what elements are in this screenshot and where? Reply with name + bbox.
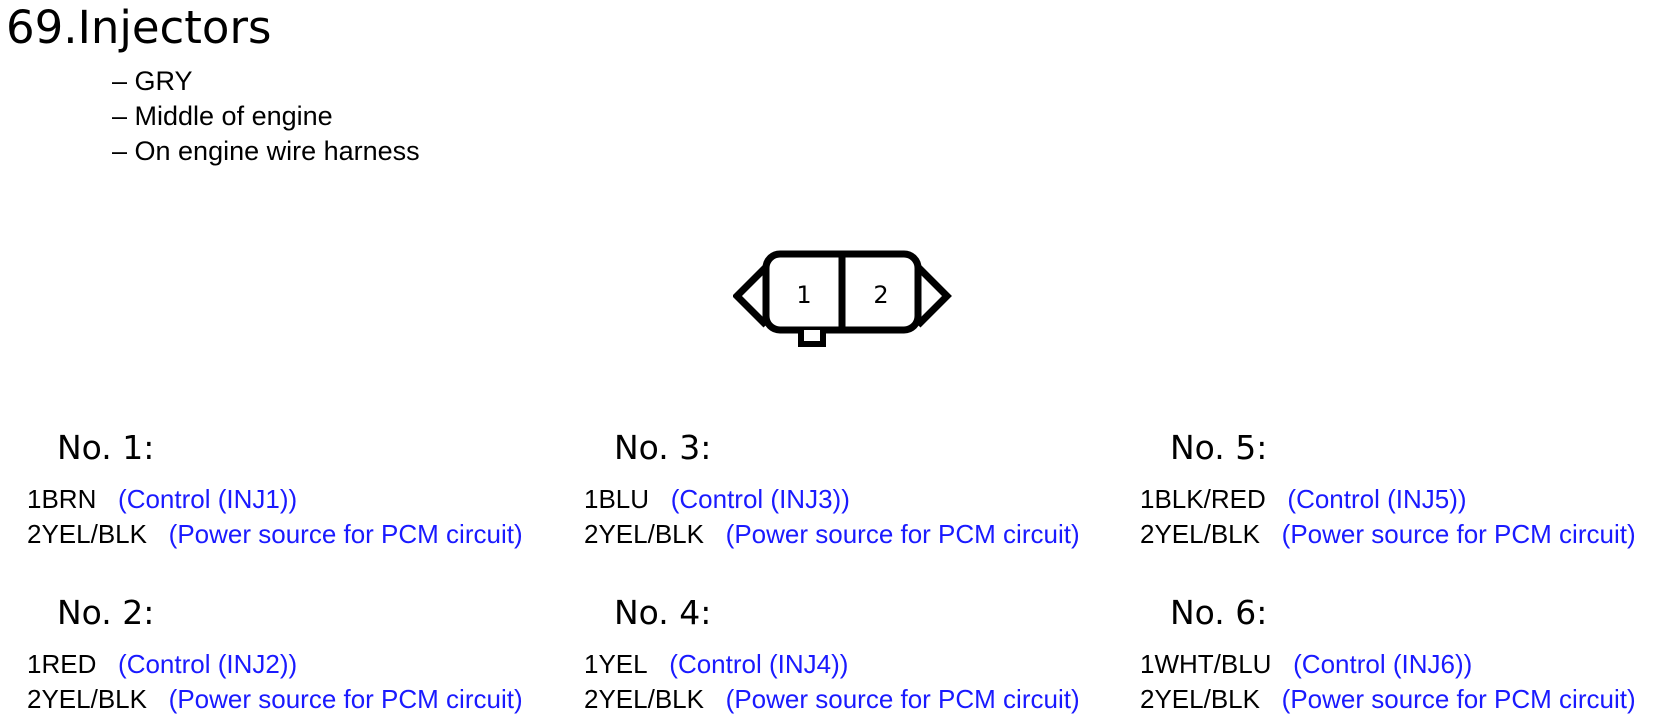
pin-wire: 1WHT/BLU — [1140, 649, 1272, 679]
pin-desc: (Control (INJ6)) — [1293, 649, 1473, 679]
page-title: 69.Injectors — [6, 1, 272, 54]
pin-wire: 2YEL/BLK — [584, 519, 704, 549]
injector-no3: No. 3: 1BLU (Control (INJ3)) 2YEL/BLK (P… — [584, 428, 1144, 552]
pin-row: 2YEL/BLK (Power source for PCM circuit) — [584, 517, 1144, 552]
pin-row: 2YEL/BLK (Power source for PCM circuit) — [1140, 517, 1654, 552]
pin-row: 2YEL/BLK (Power source for PCM circuit) — [584, 682, 1144, 717]
pin-desc: (Control (INJ5)) — [1287, 484, 1467, 514]
pin-desc: (Control (INJ4)) — [669, 649, 849, 679]
connector-right-latch — [915, 264, 952, 328]
injector-title: No. 2: — [57, 593, 155, 632]
injector-no2: No. 2: 1RED (Control (INJ2)) 2YEL/BLK (P… — [27, 593, 587, 717]
pin-desc: (Power source for PCM circuit) — [168, 519, 523, 549]
injector-title: No. 1: — [57, 428, 155, 467]
injector-title: No. 5: — [1170, 428, 1268, 467]
injector-title: No. 4: — [614, 593, 712, 632]
connector-key — [798, 330, 826, 347]
connector-color: – GRY — [112, 66, 193, 96]
pin-wire: 1BLK/RED — [1140, 484, 1266, 514]
pin-desc: (Power source for PCM circuit) — [1281, 519, 1636, 549]
pin-row: 1BRN (Control (INJ1)) — [27, 482, 587, 517]
pin-wire: 2YEL/BLK — [27, 519, 147, 549]
pin-row: 1YEL (Control (INJ4)) — [584, 647, 1144, 682]
injector-no4: No. 4: 1YEL (Control (INJ4)) 2YEL/BLK (P… — [584, 593, 1144, 717]
pin-desc: (Power source for PCM circuit) — [725, 519, 1080, 549]
connector-left-latch — [733, 264, 769, 328]
injector-no6: No. 6: 1WHT/BLU (Control (INJ6)) 2YEL/BL… — [1140, 593, 1654, 717]
pin-row: 2YEL/BLK (Power source for PCM circuit) — [1140, 682, 1654, 717]
connector-pin-2: 2 — [873, 281, 888, 309]
pin-desc: (Control (INJ2)) — [118, 649, 298, 679]
injector-no5: No. 5: 1BLK/RED (Control (INJ5)) 2YEL/BL… — [1140, 428, 1654, 552]
pin-desc: (Power source for PCM circuit) — [168, 684, 523, 714]
pin-desc: (Power source for PCM circuit) — [1281, 684, 1636, 714]
connector-mounting: – On engine wire harness — [112, 136, 420, 166]
pin-desc: (Control (INJ1)) — [118, 484, 298, 514]
pin-wire: 2YEL/BLK — [1140, 684, 1260, 714]
pin-row: 1BLU (Control (INJ3)) — [584, 482, 1144, 517]
pin-wire: 1BLU — [584, 484, 650, 514]
pin-row: 1WHT/BLU (Control (INJ6)) — [1140, 647, 1654, 682]
pin-row: 1BLK/RED (Control (INJ5)) — [1140, 482, 1654, 517]
pin-row: 2YEL/BLK (Power source for PCM circuit) — [27, 517, 587, 552]
pin-wire: 2YEL/BLK — [584, 684, 704, 714]
injector-title: No. 3: — [614, 428, 712, 467]
pin-wire: 2YEL/BLK — [27, 684, 147, 714]
injector-no1: No. 1: 1BRN (Control (INJ1)) 2YEL/BLK (P… — [27, 428, 587, 552]
pin-wire: 2YEL/BLK — [1140, 519, 1260, 549]
pin-desc: (Power source for PCM circuit) — [725, 684, 1080, 714]
pin-desc: (Control (INJ3)) — [670, 484, 850, 514]
pin-wire: 1RED — [27, 649, 97, 679]
connector-diagram: 1 2 — [733, 250, 952, 347]
pin-wire: 1YEL — [584, 649, 648, 679]
injector-title: No. 6: — [1170, 593, 1268, 632]
connector-pin-1: 1 — [796, 281, 811, 309]
pin-wire: 1BRN — [27, 484, 97, 514]
connector-info-list: – GRY – Middle of engine – On engine wir… — [112, 64, 420, 169]
pin-row: 1RED (Control (INJ2)) — [27, 647, 587, 682]
connector-location: – Middle of engine — [112, 101, 333, 131]
pin-row: 2YEL/BLK (Power source for PCM circuit) — [27, 682, 587, 717]
